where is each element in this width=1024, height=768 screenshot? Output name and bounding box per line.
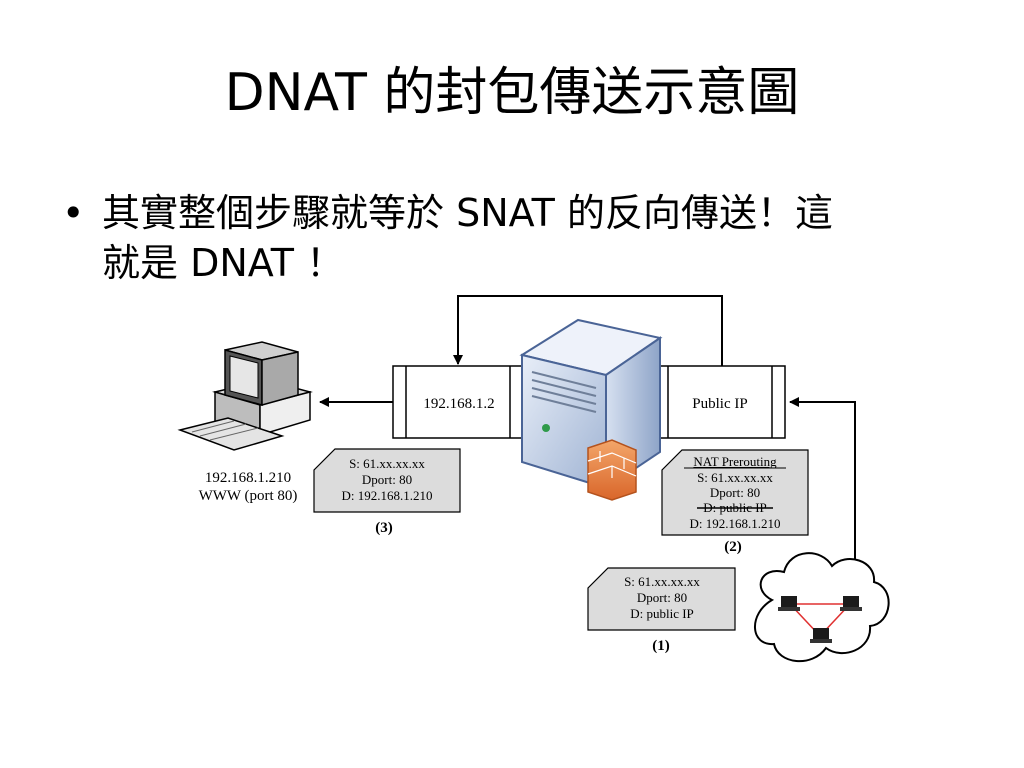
laptop-icon bbox=[778, 596, 800, 611]
packet-2-step: (2) bbox=[724, 539, 742, 555]
internet-cloud-icon bbox=[754, 552, 890, 663]
bullet-marker: • bbox=[62, 191, 85, 235]
packet-1-dport: Dport: 80 bbox=[637, 590, 687, 605]
laptop-icon bbox=[810, 628, 832, 643]
packet-2-dst-new: D: 192.168.1.210 bbox=[690, 516, 781, 531]
server-firewall-icon bbox=[519, 318, 663, 501]
packet-3-card: S: 61.xx.xx.xx Dport: 80 D: 192.168.1.21… bbox=[313, 448, 461, 536]
packet-1-src: S: 61.xx.xx.xx bbox=[624, 574, 700, 589]
bullet-line-2: 就是 DNAT ！ bbox=[102, 241, 345, 285]
client-ip-label: 192.168.1.210 bbox=[205, 470, 291, 486]
packet-2-heading: NAT Prerouting bbox=[693, 454, 777, 469]
packet-1-step: (1) bbox=[652, 638, 670, 654]
bullet-text: 其實整個步驟就等於 SNAT 的反向傳送！這 就是 DNAT ！ bbox=[102, 188, 962, 288]
packet-2-card: NAT Prerouting S: 61.xx.xx.xx Dport: 80 … bbox=[661, 449, 809, 555]
packet-3-step: (3) bbox=[375, 520, 393, 536]
internal-interface-box: 192.168.1.2 bbox=[392, 365, 524, 439]
packet-1-card: S: 61.xx.xx.xx Dport: 80 D: public IP (1… bbox=[587, 567, 736, 654]
packet-1-dst: D: public IP bbox=[630, 606, 694, 621]
bullet-line-1: 其實整個步驟就等於 SNAT 的反向傳送！這 bbox=[102, 191, 833, 235]
public-interface-box: Public IP bbox=[654, 365, 786, 439]
client-service-label: WWW (port 80) bbox=[199, 488, 298, 504]
packet-3-src: S: 61.xx.xx.xx bbox=[349, 456, 425, 471]
slide-title: DNAT 的封包傳送示意圖 bbox=[224, 63, 800, 123]
loopback-arrow bbox=[453, 295, 723, 366]
arrow-from-internet bbox=[789, 397, 856, 576]
internal-interface-label: 192.168.1.2 bbox=[423, 396, 494, 412]
packet-2-dport: Dport: 80 bbox=[710, 485, 760, 500]
packet-3-dst: D: 192.168.1.210 bbox=[342, 488, 433, 503]
public-interface-label: Public IP bbox=[692, 396, 747, 412]
client-computer-icon bbox=[177, 341, 313, 451]
laptop-icon bbox=[840, 596, 862, 611]
packet-3-dport: Dport: 80 bbox=[362, 472, 412, 487]
packet-2-src: S: 61.xx.xx.xx bbox=[697, 470, 773, 485]
